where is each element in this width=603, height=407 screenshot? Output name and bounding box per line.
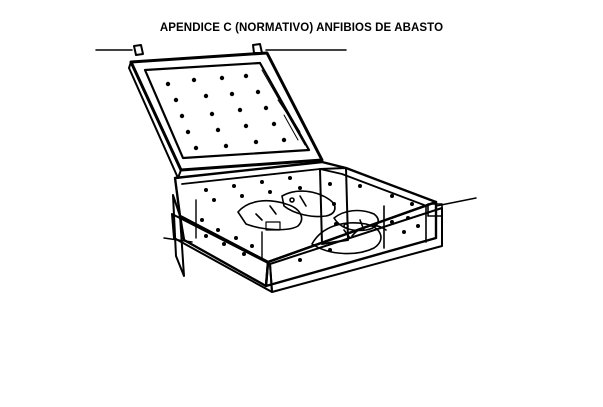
crate-body (171, 160, 443, 293)
frogs (237, 190, 387, 255)
pointer-lines (95, 49, 477, 243)
lid-hinges (133, 43, 263, 56)
ventilation-holes (165, 73, 420, 262)
appendix-heading: APENDICE C (NORMATIVO) ANFIBIOS DE ABAST… (159, 22, 444, 34)
lid (128, 51, 324, 179)
